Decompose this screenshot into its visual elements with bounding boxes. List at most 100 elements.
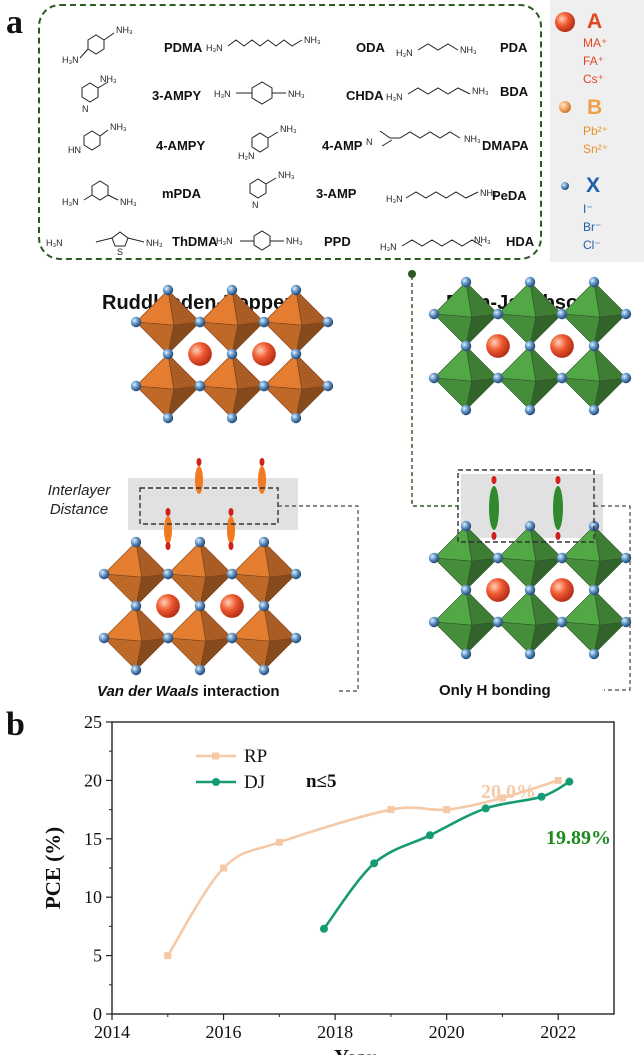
rp-spacer-molecule <box>164 508 172 544</box>
x-anion <box>460 520 472 532</box>
svg-text:NH₃: NH₃ <box>288 89 305 99</box>
ion-label-a: A <box>587 10 603 33</box>
rp-octahedron <box>162 536 238 612</box>
x-anion <box>194 536 206 548</box>
svg-text:H₃N: H₃N <box>206 43 223 53</box>
rp-data-point <box>275 838 283 846</box>
svg-text:H₃N: H₃N <box>216 236 233 246</box>
x-anion <box>460 584 472 596</box>
rp-interaction-rest: interaction <box>198 683 280 700</box>
x-anion <box>460 648 472 660</box>
y-tick-label: 5 <box>93 946 102 966</box>
panel-b-label: b <box>6 706 25 743</box>
molecule-name-4-amp: 4-AMP <box>322 138 363 153</box>
molecule-name-thdma: ThDMA <box>172 234 218 249</box>
rp-interaction-label: Van der Waals interaction <box>97 683 280 700</box>
ion-legend-spheres <box>555 12 575 190</box>
x-anion <box>258 664 270 676</box>
molecule-name-4-ampy: 4-AMPY <box>156 138 206 153</box>
svg-text:NH₃: NH₃ <box>110 122 127 132</box>
dj-a-cation <box>550 334 574 358</box>
dj-interaction-label: Only H bonding <box>439 682 551 699</box>
molecule-name-chda: CHDA <box>346 88 384 103</box>
x-anion <box>556 552 568 564</box>
rp-octahedron <box>258 284 334 360</box>
x-anion <box>460 340 472 352</box>
svg-text:NH₃: NH₃ <box>304 35 321 45</box>
x-anion <box>588 276 600 288</box>
ion-x-i: I⁻ <box>583 202 593 216</box>
legend-label-dj: DJ <box>244 772 265 793</box>
plot-frame <box>111 721 615 1015</box>
dj-data-point <box>319 924 328 933</box>
dj-octahedron <box>428 584 504 660</box>
rp-data-point <box>443 806 451 814</box>
x-anion <box>322 380 334 392</box>
x-anion <box>130 600 142 612</box>
svg-text:H₂N: H₂N <box>238 151 255 161</box>
svg-text:NH₃: NH₃ <box>146 238 163 248</box>
svg-text:H₃N: H₃N <box>46 238 63 248</box>
svg-text:H₃N: H₃N <box>62 197 79 207</box>
dj-connector-line <box>594 505 631 691</box>
dj-a-cation <box>486 334 510 358</box>
y-tick-label: 0 <box>93 1004 102 1024</box>
rp-spacer-molecule <box>195 458 203 494</box>
x-anion <box>524 276 536 288</box>
x-anion <box>226 284 238 296</box>
molecule-name-hda: HDA <box>506 234 535 249</box>
x-anion <box>258 380 270 392</box>
ion-label-b: B <box>587 96 603 119</box>
dj-octahedron <box>556 340 632 416</box>
x-anion <box>130 664 142 676</box>
x-anion <box>620 552 632 564</box>
x-anion <box>492 552 504 564</box>
dj-spacer-molecule <box>489 476 499 540</box>
pce-line-chart: 201420162018202020220510152025YearPCE (%… <box>41 712 615 1055</box>
dj-data-point <box>565 777 574 786</box>
x-anion <box>162 568 174 580</box>
ion-x-br: Br⁻ <box>583 220 602 234</box>
legend-marker-rp <box>212 752 219 760</box>
legend-marker-dj <box>212 778 220 786</box>
svg-text:N: N <box>82 104 89 114</box>
svg-text:S: S <box>117 247 123 257</box>
x-anion <box>492 308 504 320</box>
x-anion <box>524 648 536 660</box>
rp-octahedron <box>226 600 302 676</box>
x-tick-label: 2018 <box>317 1022 353 1042</box>
abx-ion-legend: A MA⁺ FA⁺ Cs⁺ B Pb²⁺ Sn²⁺ X I⁻ Br⁻ Cl⁻ <box>550 0 644 262</box>
svg-text:H₃N: H₃N <box>396 48 413 58</box>
svg-text:H₃N: H₃N <box>380 242 397 252</box>
molecule-box-connector <box>411 276 458 507</box>
x-anion <box>428 372 440 384</box>
svg-text:HN: HN <box>68 145 81 155</box>
x-anion <box>98 568 110 580</box>
molecule-name-pdma: PDMA <box>164 40 203 55</box>
x-anion <box>524 404 536 416</box>
dj-a-cation <box>486 578 510 602</box>
svg-text:NH₃: NH₃ <box>460 45 477 55</box>
svg-text:NH₃: NH₃ <box>464 134 481 144</box>
x-anion <box>524 340 536 352</box>
dj-octahedron <box>556 276 632 352</box>
x-anion <box>98 632 110 644</box>
x-anion <box>130 316 142 328</box>
svg-text:NH₃: NH₃ <box>472 86 489 96</box>
svg-text:NH₃: NH₃ <box>480 188 497 198</box>
x-anion <box>290 284 302 296</box>
perovskite-structures <box>98 270 632 692</box>
molecule-name-pda: PDA <box>500 40 528 55</box>
dj-a-cation <box>550 578 574 602</box>
x-anion <box>428 308 440 320</box>
x-anion <box>588 648 600 660</box>
ion-x-cl: Cl⁻ <box>583 238 601 252</box>
rp-value-label: 20.0% <box>481 781 536 803</box>
x-anion <box>460 404 472 416</box>
interlayer-label-line2: Distance <box>49 501 109 518</box>
dj-octahedron <box>492 276 568 352</box>
x-anion <box>588 584 600 596</box>
x-anion <box>226 412 238 424</box>
